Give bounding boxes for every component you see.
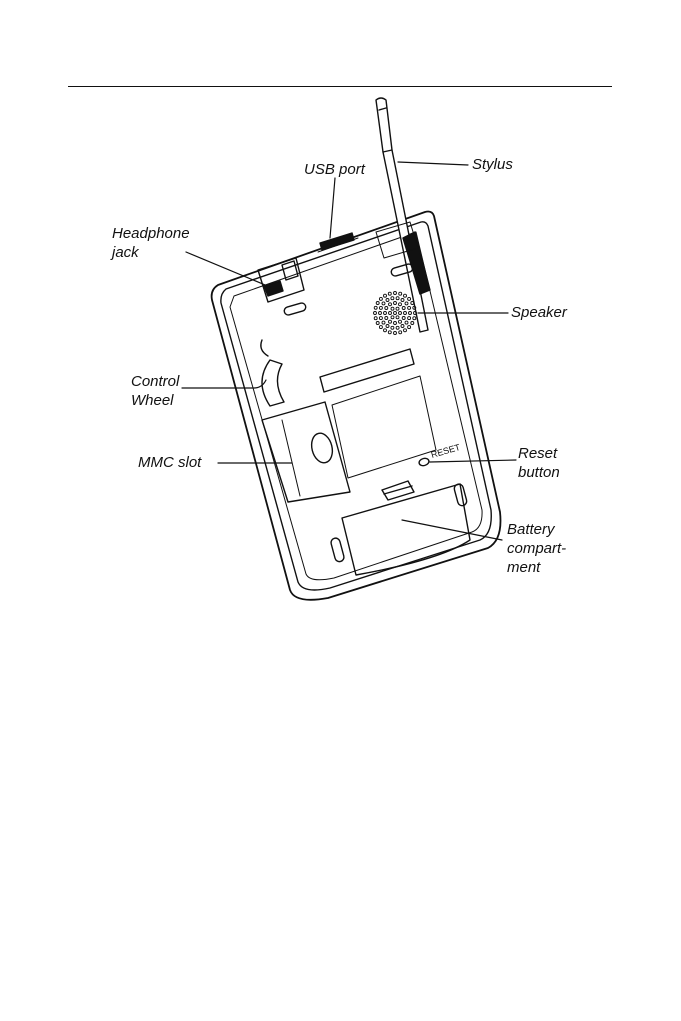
speaker-hole [376, 322, 379, 325]
speaker-hole [379, 317, 382, 320]
speaker-hole [404, 329, 407, 332]
speaker-hole [382, 302, 385, 305]
speaker-hole [402, 307, 405, 310]
speaker-hole [408, 326, 411, 329]
speaker-hole [405, 321, 408, 324]
device-inner-shell [221, 222, 491, 590]
speaker-hole [391, 297, 394, 300]
speaker-hole [386, 325, 389, 328]
label-mmc-slot: MMC slot [138, 453, 201, 472]
label-headphone-jack: Headphone jack [112, 224, 190, 262]
speaker-hole [374, 306, 377, 309]
speaker-hole [385, 317, 388, 320]
control-wheel-shape [261, 340, 284, 406]
speaker-hole [404, 312, 407, 315]
speaker-hole [389, 303, 392, 306]
speaker-hole [382, 321, 385, 324]
speaker-hole [404, 294, 407, 297]
label-reset-button: Reset button [518, 444, 560, 482]
speaker-hole [411, 322, 414, 325]
speaker-hole [379, 312, 382, 315]
label-usb-port: USB port [304, 160, 365, 179]
speaker-hole [389, 312, 392, 315]
speaker-hole [405, 302, 408, 305]
reset-button-shape [418, 457, 430, 466]
speaker-hole [394, 302, 397, 305]
battery-compartment-leader [402, 520, 502, 540]
usb-port-leader [330, 178, 335, 238]
speaker-hole [401, 325, 404, 328]
speaker-hole [399, 331, 402, 334]
reset-button-leader [430, 460, 516, 462]
speaker-hole [399, 320, 402, 323]
speaker-hole [408, 317, 411, 320]
speaker-hole [379, 326, 382, 329]
speaker-hole [376, 302, 379, 305]
speaker-hole [391, 307, 394, 310]
speaker-hole [408, 297, 411, 300]
speaker-hole [396, 297, 399, 300]
speaker-hole [413, 317, 416, 320]
control-wheel-leader [182, 380, 266, 388]
speaker-hole [396, 316, 399, 319]
mmc-slot-shape [262, 402, 350, 502]
speaker-hole [384, 329, 387, 332]
speaker-hole [379, 297, 382, 300]
speaker-hole [388, 292, 391, 295]
speaker-hole [399, 292, 402, 295]
speaker-hole [401, 299, 404, 302]
speaker-hole [384, 294, 387, 297]
stylus-leader [398, 162, 468, 165]
speaker-hole [394, 292, 397, 295]
speaker-hole [394, 322, 397, 325]
speaker-hole [394, 312, 397, 315]
speaker-hole [391, 316, 394, 319]
speaker-hole [399, 303, 402, 306]
battery-compartment-shape [342, 481, 470, 575]
speaker-hole [384, 312, 387, 315]
speaker-hole [374, 317, 377, 320]
label-speaker: Speaker [511, 303, 567, 322]
label-control-wheel: Control Wheel [131, 372, 179, 410]
battery-door-panel [332, 376, 436, 478]
speaker-hole [389, 320, 392, 323]
speaker-hole [388, 331, 391, 334]
speaker-hole [386, 299, 389, 302]
speaker-hole [408, 306, 411, 309]
label-battery-compartment: Battery compart- ment [507, 520, 566, 577]
speaker-hole [391, 326, 394, 329]
speaker-hole [402, 317, 405, 320]
speaker-hole [374, 312, 377, 315]
speaker-hole [396, 326, 399, 329]
label-stylus: Stylus [472, 155, 513, 174]
speaker-hole [409, 312, 412, 315]
speaker-grille [374, 292, 417, 335]
speaker-hole [399, 312, 402, 315]
speaker-hole [379, 306, 382, 309]
speaker-hole [385, 307, 388, 310]
speaker-hole [396, 307, 399, 310]
label-recess [320, 349, 414, 392]
speaker-hole [394, 332, 397, 335]
